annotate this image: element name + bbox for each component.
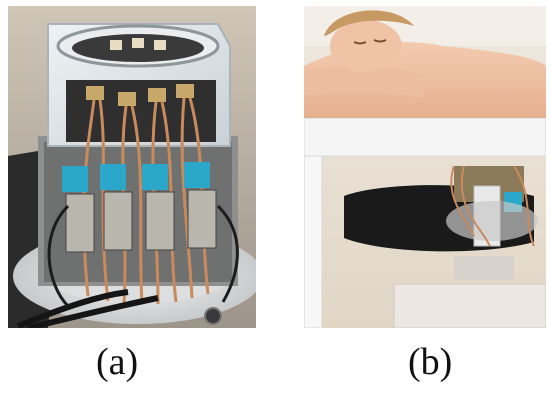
photo-patient-on-table [304,6,546,328]
caption-b: (b) [408,341,453,383]
antenna-array-illustration [8,6,256,328]
photo-antenna-array [8,6,256,328]
caption-a: (a) [96,341,139,383]
patient-table-illustration [304,6,546,328]
